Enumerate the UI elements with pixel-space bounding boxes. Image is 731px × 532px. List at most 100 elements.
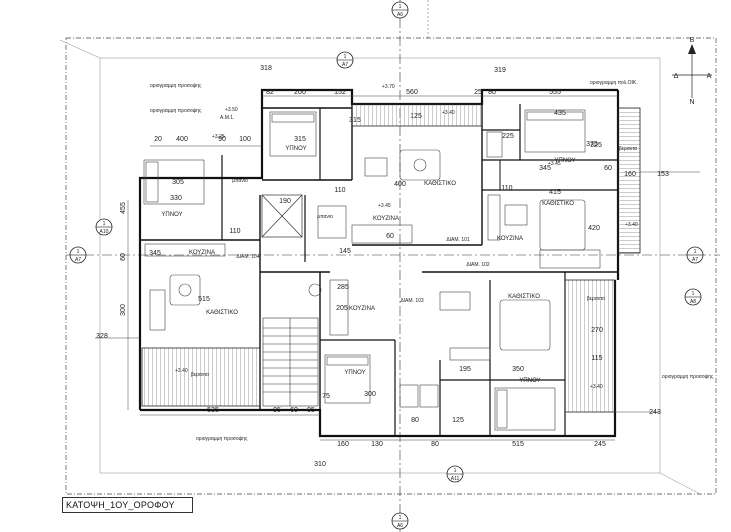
level-plus325: +3.25 [212, 134, 225, 140]
dimension-inner-38: 95 [273, 407, 281, 414]
dimension-inner-25: 350 [512, 366, 524, 373]
room-label-kitchen-3: ΚΟΥΖΙΝΑ [497, 236, 523, 242]
svg-text:1: 1 [454, 468, 457, 474]
dimension-inner-2: 90 [218, 136, 226, 143]
dimension-left-1: 60 [120, 253, 127, 261]
level-plus340-b: +3.40 [175, 368, 188, 374]
room-label-living-4: ΚΑΘΙΣΤΙΚΟ [508, 294, 540, 300]
dimension-inner-43: 130 [371, 441, 383, 448]
apartment-label-102: ΔΙΑΜ. 102 [466, 262, 490, 268]
dimension-top-3: 560 [406, 89, 418, 96]
dimension-inner-8: 110 [229, 228, 240, 235]
dimension-top-4: 25 [474, 89, 482, 96]
svg-text:A7: A7 [692, 257, 698, 263]
room-label-bedroom-2: ΥΠΝΟΥ [161, 212, 182, 218]
note-4: οριογραμμη προσοψης [662, 374, 714, 380]
level-plus350: +3.50 [225, 107, 238, 113]
room-label-living-3: ΚΑΘΙΣΤΙΚΟ [542, 201, 574, 207]
dimension-inner-4: 315 [294, 136, 306, 143]
level-am: Α.Μ.1. [220, 115, 234, 121]
compass-west: Δ [674, 73, 679, 80]
dimension-inner-36: 319 [494, 67, 506, 74]
apartment-label-104: ΔΙΑΜ. 104 [236, 254, 260, 260]
dimension-top-2: 152 [334, 89, 346, 96]
note-5: οριογραμμη προσοψης [196, 436, 248, 442]
room-label-bath-2: μπανιο [317, 214, 333, 220]
dimension-inner-32: 225 [502, 133, 514, 140]
compass-south: N [689, 99, 694, 106]
dimension-inner-20: 375 [586, 141, 598, 148]
dimension-inner-22: 110 [501, 185, 512, 192]
dimension-inner-42: 160 [337, 441, 349, 448]
balcony-bottom-left [141, 347, 261, 407]
level-plus340-a: +3.40 [625, 222, 638, 228]
dimension-inner-13: 400 [394, 181, 406, 188]
svg-text:A8: A8 [690, 299, 696, 305]
dimension-inner-5: 305 [172, 179, 184, 186]
drawing-title-box: ΚΑΤΟΨΗ_1ΟΥ_ΟΡΟΦΟΥ [62, 497, 193, 513]
dimension-inner-6: 330 [170, 195, 182, 202]
section-marker-a10: 1 A10 [95, 218, 113, 236]
dimension-top-1: 200 [294, 89, 306, 96]
room-label-living-2: ΚΑΘΙΣΤΙΚΟ [206, 310, 238, 316]
room-label-living-1: ΚΑΘΙΣΤΙΚΟ [424, 181, 456, 187]
level-plus340-d: +3.40 [442, 110, 455, 116]
room-label-bedroom-4: ΥΠΝΟΥ [344, 370, 365, 376]
drawing-title: ΚΑΤΟΨΗ_1ΟΥ_ΟΡΟΦΟΥ [66, 500, 175, 510]
room-label-bath-1: μπανιο [232, 178, 248, 184]
dimension-inner-30: 205 [336, 305, 348, 312]
svg-text:1: 1 [399, 515, 402, 521]
dimension-inner-29: 285 [337, 284, 349, 291]
dimension-inner-33: 325 [590, 142, 602, 149]
dimension-inner-21: 345 [539, 165, 551, 172]
svg-text:A7: A7 [75, 257, 81, 263]
apartment-label-101: ΔΙΑΜ. 101 [446, 237, 470, 243]
balcony-top [351, 103, 483, 127]
note-1: οριογραμμη προσοψης [150, 83, 202, 89]
dimension-inner-31: 125 [410, 113, 422, 120]
dimension-inner-35: 318 [260, 65, 272, 72]
section-marker-a6: 1 A6 [391, 1, 409, 19]
dimension-top-5: 80 [488, 89, 496, 96]
dimension-inner-7: 190 [279, 198, 291, 205]
compass-north: Β [690, 37, 695, 44]
dimension-inner-47: 243 [649, 409, 661, 416]
section-marker-a6-bottom: 1 A6 [391, 512, 409, 530]
note-3: οριογραμμη πολ.ΟΙΚ. [590, 80, 638, 86]
room-label-balcony-2: βεραντα [191, 372, 209, 378]
level-plus370: +3.70 [382, 84, 395, 90]
svg-text:A6: A6 [397, 523, 403, 529]
room-label-bedroom-3: ΥΠΝΟΥ [554, 158, 575, 164]
room-label-kitchen-4: ΚΟΥΖΙΝΑ [349, 306, 375, 312]
staircase [262, 317, 319, 407]
dimension-left-0: 455 [120, 202, 127, 214]
property-boundary [65, 37, 717, 495]
dimension-inner-49: 75 [322, 393, 330, 400]
svg-text:1: 1 [692, 291, 695, 297]
marker-one-label: 1 [399, 4, 402, 10]
dimension-inner-34: 315 [349, 117, 361, 124]
section-marker-a7-top: 1 A7 [336, 51, 354, 69]
dimension-top-6: 555 [549, 89, 561, 96]
svg-text:A7: A7 [342, 62, 348, 68]
dimension-inner-28: 115 [591, 355, 602, 362]
section-marker-a7-right: 1 A7 [686, 246, 704, 264]
dimension-inner-50: 125 [452, 417, 464, 424]
dimension-inner-26: 300 [364, 391, 376, 398]
section-marker-a7-left: 1 A7 [69, 246, 87, 264]
dimension-inner-3: 100 [239, 136, 251, 143]
dimension-inner-9: 345 [149, 250, 161, 257]
apartment-label-103: ΔΙΑΜ. 103 [400, 298, 424, 304]
dimension-inner-10: 515 [198, 296, 210, 303]
dimension-lines [95, 95, 700, 441]
dimension-inner-16: 415 [549, 189, 561, 196]
balcony-bottom-right [564, 279, 616, 413]
dimension-inner-23: 60 [604, 165, 612, 172]
dimension-inner-14: 60 [386, 233, 394, 240]
note-2: οριογραμμη προσοψης [150, 108, 202, 114]
balcony-right [617, 107, 641, 254]
dimension-inner-39: 60 [290, 407, 298, 414]
dimension-top-0: 82 [266, 89, 274, 96]
